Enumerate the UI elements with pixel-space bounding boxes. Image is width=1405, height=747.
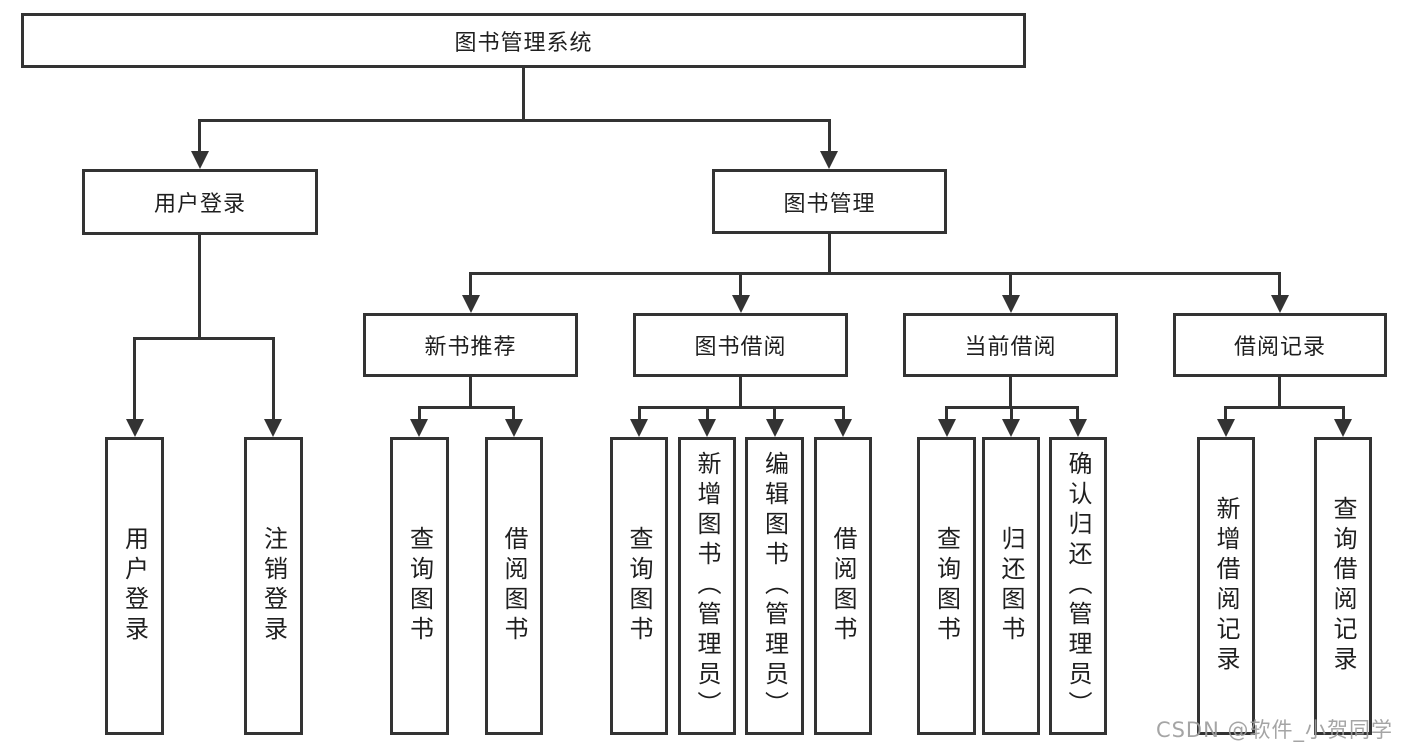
leaf-user-login-label: 用户登录 [120,526,149,646]
leaf-borrow-book: 借阅图书 [814,437,872,735]
connector-line [1009,272,1012,300]
leaf-return-book-label: 归还图书 [997,526,1025,646]
connector-line [638,406,845,409]
node-user-login-label: 用户登录 [153,192,246,217]
arrowhead-down-icon [834,419,852,437]
leaf-add-borrow-record: 新增借阅记录 [1197,437,1255,735]
connector-line [522,68,525,120]
leaf-query-borrow-record: 查询借阅记录 [1314,437,1372,735]
arrowhead-down-icon [1271,295,1289,313]
arrowhead-down-icon [820,151,838,169]
leaf-recommend-query-book-label: 查询图书 [405,526,434,646]
connector-line [739,272,742,300]
node-book-borrow: 图书借阅 [633,313,848,377]
leaf-recommend-query-book: 查询图书 [390,437,449,735]
connector-line [773,406,776,424]
leaf-borrow-book-label: 借阅图书 [829,526,857,646]
leaf-query-borrow-record-label: 查询借阅记录 [1329,496,1357,676]
node-borrow-records: 借阅记录 [1173,313,1387,377]
arrowhead-down-icon [1069,419,1087,437]
arrowhead-down-icon [732,295,750,313]
arrowhead-down-icon [1217,419,1235,437]
arrowhead-down-icon [191,151,209,169]
connector-line [512,406,515,424]
leaf-logout: 注销登录 [244,437,303,735]
leaf-add-book-admin: 新增图书（管理员） [678,437,736,735]
connector-line [272,337,275,424]
connector-line [828,234,831,274]
arrowhead-down-icon [410,419,428,437]
leaf-add-book-admin-label: 新增图书（管理员） [693,451,721,721]
watermark: CSDN @软件_小贺同学 [1155,718,1393,742]
connector-line [133,337,136,424]
connector-line [1010,406,1013,424]
arrowhead-down-icon [630,419,648,437]
connector-line [469,272,1281,275]
connector-line [739,377,742,408]
connector-line [198,119,201,155]
arrowhead-down-icon [462,295,480,313]
arrowhead-down-icon [505,419,523,437]
connector-line [198,235,201,339]
connector-line [945,406,948,424]
connector-line [469,272,472,300]
node-book-management-label: 图书管理 [783,191,876,217]
connector-line [1009,377,1012,408]
node-new-book-recommend: 新书推荐 [363,313,578,377]
leaf-logout-label: 注销登录 [259,526,288,646]
arrowhead-down-icon [938,419,956,437]
leaf-current-query-book: 查询图书 [917,437,976,735]
arrowhead-down-icon [264,419,282,437]
node-book-management: 图书管理 [712,169,947,234]
connector-line [418,406,421,424]
leaf-confirm-return-admin: 确认归还（管理员） [1049,437,1107,735]
arrowhead-down-icon [698,419,716,437]
leaf-user-login: 用户登录 [105,437,164,735]
connector-line [1224,406,1345,409]
leaf-borrow-query-book-label: 查询图书 [625,526,653,646]
node-user-login: 用户登录 [82,169,318,235]
leaf-edit-book-admin-label: 编辑图书（管理员） [760,451,789,721]
leaf-add-borrow-record-label: 新增借阅记录 [1212,496,1240,676]
node-book-borrow-label: 图书借阅 [694,335,787,360]
connector-line [1076,406,1079,424]
connector-line [418,406,515,409]
connector-line [469,377,472,408]
arrowhead-down-icon [1002,295,1020,313]
arrowhead-down-icon [766,419,784,437]
arrowhead-down-icon [126,419,144,437]
leaf-recommend-borrow-book-label: 借阅图书 [500,526,528,646]
connector-line [706,406,709,424]
connector-line [638,406,641,424]
leaf-current-query-book-label: 查询图书 [932,526,961,646]
node-new-book-recommend-label: 新书推荐 [424,335,517,360]
connector-line [133,337,275,340]
connector-line [1224,406,1227,424]
connector-line [828,119,831,155]
connector-line [1278,272,1281,300]
leaf-recommend-borrow-book: 借阅图书 [485,437,543,735]
arrowhead-down-icon [1002,419,1020,437]
node-borrow-records-label: 借阅记录 [1233,335,1326,360]
arrowhead-down-icon [1334,419,1352,437]
node-current-borrow: 当前借阅 [903,313,1118,377]
leaf-borrow-query-book: 查询图书 [610,437,668,735]
leaf-confirm-return-admin-label: 确认归还（管理员） [1064,451,1092,721]
node-current-borrow-label: 当前借阅 [964,335,1057,360]
connector-line [198,119,831,122]
node-root-label: 图书管理系统 [454,30,593,56]
connector-line [1342,406,1345,424]
connector-line [842,406,845,424]
leaf-edit-book-admin: 编辑图书（管理员） [745,437,804,735]
leaf-return-book: 归还图书 [982,437,1040,735]
node-root: 图书管理系统 [21,13,1026,68]
connector-line [1278,377,1281,408]
